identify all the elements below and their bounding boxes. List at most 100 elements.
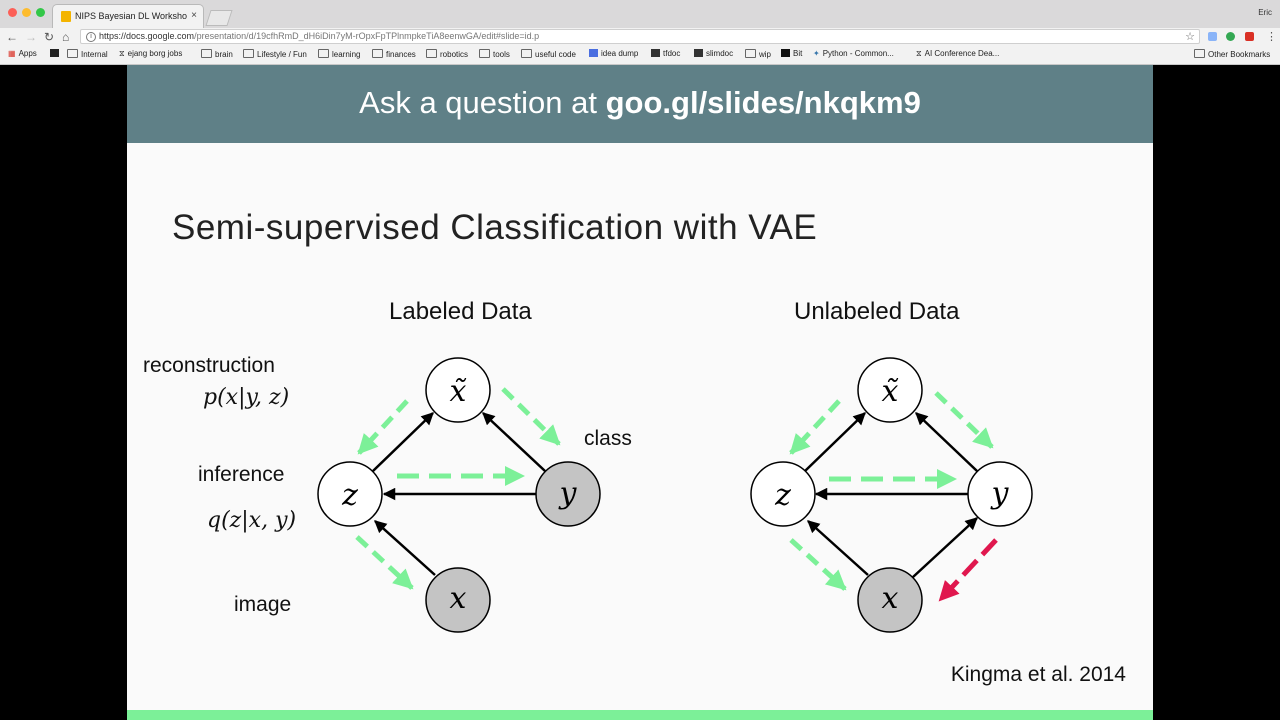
profile-name[interactable]: Eric: [1258, 8, 1272, 17]
doc-icon: [694, 49, 703, 57]
bookmark-folder[interactable]: wip: [745, 49, 771, 59]
green-arrow-z-to-x: [789, 538, 847, 591]
green-arrow-xtilde-to-y: [501, 387, 561, 446]
edge-z-to-xtilde: [804, 412, 866, 472]
question-link[interactable]: goo.gl/slides/nkqkm9: [605, 85, 921, 120]
folder-icon: [318, 49, 329, 58]
tab-title: NIPS Bayesian DL Workshop S: [75, 11, 187, 21]
bookmark-folder[interactable]: useful code: [521, 49, 576, 59]
bookmark-folder[interactable]: finances: [372, 49, 416, 59]
node-z: [317, 461, 383, 527]
node-x-label: x: [882, 581, 899, 616]
bookmark-folder[interactable]: Lifestyle / Fun: [243, 49, 307, 59]
bookmark-item[interactable]: ⧖ejang borg jobs: [119, 49, 183, 58]
address-bar[interactable]: i https://docs.google.com/presentation/d…: [80, 29, 1200, 44]
edge-x-to-y: [912, 517, 978, 578]
folder-icon: [521, 49, 532, 58]
zoom-window-icon[interactable]: [36, 8, 45, 17]
edge-y-to-xtilde: [482, 412, 546, 472]
bookmark-folder[interactable]: learning: [318, 49, 360, 59]
slide-title: Semi-supervised Classification with VAE: [172, 208, 818, 247]
bookmark-item[interactable]: ✦Python - Common...: [813, 49, 894, 58]
address-toolbar: ← → ↻ ⌂ i https://docs.google.com/presen…: [0, 28, 1280, 46]
node-y-latent: [967, 461, 1033, 527]
bookmark-item[interactable]: tfdoc: [651, 49, 680, 58]
question-banner: Ask a question at goo.gl/slides/nkqkm9: [127, 65, 1153, 143]
menu-icon[interactable]: ⋮: [1266, 31, 1277, 43]
doc-icon: [589, 49, 598, 57]
bit-icon: [781, 49, 790, 57]
forward-icon[interactable]: →: [25, 30, 37, 44]
node-z: [750, 461, 816, 527]
bookmark-item[interactable]: slimdoc: [694, 49, 733, 58]
extension-icon[interactable]: [1226, 32, 1235, 41]
bookmark-other[interactable]: Other Bookmarks: [1194, 49, 1270, 59]
folder-icon: [745, 49, 756, 58]
bookmark-folder[interactable]: Internal: [67, 49, 108, 59]
node-z-label: z: [341, 478, 358, 513]
url-path: /presentation/d/19cfhRmD_dH6iDin7yM-rOpx…: [194, 31, 540, 41]
apps-grid-icon: ▦: [8, 49, 16, 58]
node-x-tilde: [425, 357, 491, 423]
back-icon[interactable]: ←: [6, 30, 18, 44]
tab-close-icon[interactable]: ×: [191, 10, 197, 21]
image-label: image: [234, 593, 292, 616]
browser-tab[interactable]: NIPS Bayesian DL Workshop S ×: [52, 4, 204, 28]
extension-icon[interactable]: [1208, 32, 1217, 41]
folder-icon: [479, 49, 490, 58]
inference-equation: q(z|x, y): [207, 508, 297, 533]
minimize-window-icon[interactable]: [22, 8, 31, 17]
folder-icon: [426, 49, 437, 58]
unlabeled-data-heading: Unlabeled Data: [794, 298, 960, 325]
info-icon[interactable]: i: [86, 32, 96, 42]
node-x-observed: [857, 567, 923, 633]
new-tab-button[interactable]: [205, 10, 233, 26]
unlabeled-graph: x̃ z y x: [750, 357, 1033, 633]
folder-icon: [1194, 49, 1205, 58]
bookmark-folder[interactable]: brain: [201, 49, 233, 59]
bookmark-item[interactable]: Bit: [781, 49, 802, 58]
close-window-icon[interactable]: [8, 8, 17, 17]
reconstruction-equation: p(x|y, z): [203, 385, 290, 410]
bookmark-star-icon[interactable]: ☆: [1185, 31, 1195, 43]
node-y-label: y: [990, 476, 1010, 511]
green-arrow-xtilde-to-y: [934, 391, 994, 449]
terminal-icon: [50, 49, 59, 57]
extension-icon[interactable]: [1245, 32, 1254, 41]
edge-z-to-xtilde: [372, 412, 434, 472]
vae-graphical-models: x̃ z y x x̃ z y x: [317, 357, 1033, 633]
class-label: class: [584, 427, 632, 450]
node-x-observed: [425, 567, 491, 633]
reload-icon[interactable]: ↻: [44, 30, 55, 44]
hourglass-icon: ⧖: [916, 49, 922, 58]
node-z-label: z: [774, 478, 791, 513]
bookmark-item[interactable]: ⧖AI Conference Dea...: [916, 49, 1000, 58]
bookmarks-bar: ▦Apps Internal ⧖ejang borg jobs brain Li…: [0, 46, 1280, 65]
python-icon: ✦: [813, 49, 820, 58]
node-y-observed: [535, 461, 601, 527]
red-arrow-y-to-x: [938, 538, 998, 602]
hourglass-icon: ⧖: [119, 49, 125, 58]
folder-icon: [372, 49, 383, 58]
folder-icon: [243, 49, 254, 58]
node-y-label: y: [558, 476, 578, 511]
home-icon[interactable]: ⌂: [62, 30, 70, 44]
green-arrow-xtilde-to-z: [789, 399, 841, 455]
edge-y-to-xtilde: [915, 412, 978, 472]
citation: Kingma et al. 2014: [950, 663, 1126, 686]
bookmark-item[interactable]: idea dump: [589, 49, 638, 58]
node-x-tilde: [857, 357, 923, 423]
slide: Ask a question at goo.gl/slides/nkqkm9 S…: [127, 65, 1153, 720]
folder-icon: [67, 49, 78, 58]
bookmark-apps[interactable]: ▦Apps: [8, 49, 37, 58]
edge-x-to-z: [807, 520, 869, 576]
url-host: https://docs.google.com: [99, 31, 195, 41]
green-arrow-xtilde-to-z: [357, 399, 409, 455]
url-text[interactable]: https://docs.google.com/presentation/d/1…: [99, 31, 539, 41]
green-arrow-z-to-x: [355, 535, 414, 590]
bookmark-folder[interactable]: robotics: [426, 49, 468, 59]
browser-tab-bar: NIPS Bayesian DL Workshop S × Eric: [0, 0, 1280, 28]
question-banner-text: Ask a question at goo.gl/slides/nkqkm9: [359, 85, 921, 120]
bookmark-terminal[interactable]: [50, 49, 59, 59]
bookmark-folder[interactable]: tools: [479, 49, 510, 59]
